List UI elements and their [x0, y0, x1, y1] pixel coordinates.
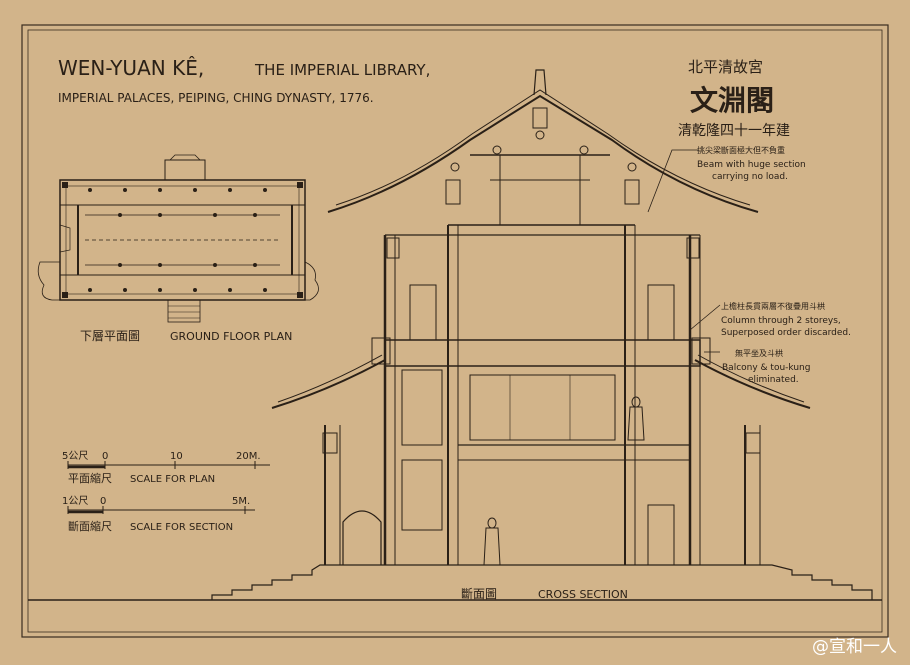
plan-scale-bar: [67, 461, 270, 469]
annotation-1-en1: Beam with huge section: [697, 160, 806, 170]
annotation-2-en1: Column through 2 storeys,: [721, 316, 841, 326]
plan-tick-20: 20M.: [236, 451, 261, 462]
cn-title-line3: 清乾隆四十一年建: [678, 123, 790, 139]
section-scale-label-cn: 斷面縮尺: [68, 519, 112, 533]
cn-title-line1: 北平清故宮: [688, 58, 763, 76]
plan-tick-0: 0: [102, 451, 108, 462]
plan-tick-5: 5公尺: [62, 450, 88, 462]
cn-title-name: 文淵閣: [690, 84, 774, 117]
title-main: WEN-YUAN KÊ,: [58, 56, 204, 80]
annotation-1-en2: carrying no load.: [712, 172, 788, 182]
annotation-3-en1: Balcony & tou-kung: [722, 363, 810, 373]
section-scale-bar: [67, 506, 255, 514]
plan-scale-label-cn: 平面縮尺: [68, 471, 112, 485]
watermark: @宣和一人: [812, 637, 897, 657]
cross-section: [28, 69, 882, 601]
annotation-2-cn: 上檐柱長貫兩層不復疊用斗栱: [721, 301, 825, 311]
section-scale-label-en: SCALE FOR SECTION: [130, 522, 233, 533]
plan-tick-10: 10: [170, 451, 183, 462]
section-tick-0: 0: [100, 496, 106, 507]
ground-floor-plan: [37, 154, 319, 323]
annotation-3-cn: 無平坐及斗栱: [735, 348, 783, 358]
title-rest: THE IMPERIAL LIBRARY,: [254, 61, 430, 79]
annotation-leaders: [647, 149, 721, 353]
annotation-2-en2: Superposed order discarded.: [721, 328, 851, 338]
title-subline: IMPERIAL PALACES, PEIPING, CHING DYNASTY…: [58, 91, 374, 105]
annotation-1-cn: 挑尖梁斷面極大但不負重: [697, 145, 785, 155]
inner-border: [27, 29, 883, 633]
section-tick-5: 5M.: [232, 496, 250, 507]
section-label-en: CROSS SECTION: [538, 588, 628, 601]
plan-label-en: GROUND FLOOR PLAN: [170, 330, 292, 343]
outer-border: [21, 24, 889, 638]
plan-label-cn: 下層平面圖: [80, 329, 140, 343]
annotation-3-en2: eliminated.: [748, 375, 799, 385]
section-label-cn: 斷面圖: [461, 587, 497, 601]
section-tick-1: 1公尺: [62, 495, 88, 507]
plan-scale-label-en: SCALE FOR PLAN: [130, 474, 215, 485]
